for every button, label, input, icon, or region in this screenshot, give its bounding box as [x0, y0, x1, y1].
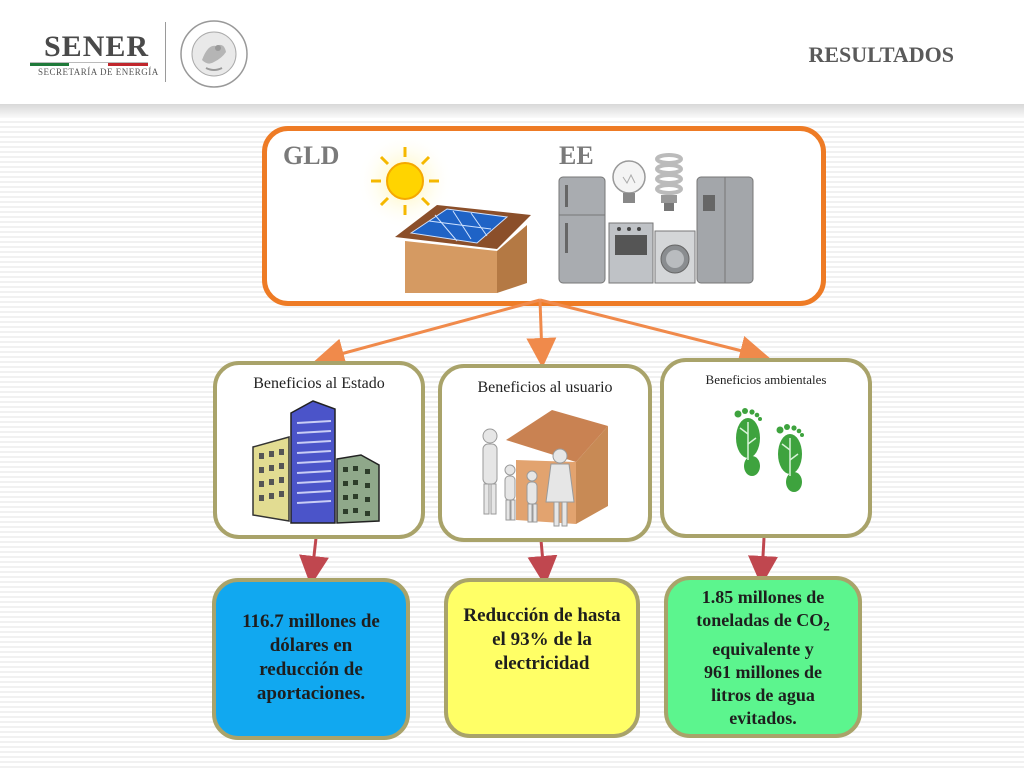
label-gld: GLD	[283, 141, 340, 170]
result-user-box: Reducción de hasta el 93% de la electric…	[444, 578, 640, 738]
logo-divider	[165, 22, 166, 82]
logo-subtitle: SECRETARÍA DE ENERGÍA	[38, 67, 159, 77]
result-user-text: Reducción de hasta el 93% de la electric…	[463, 605, 621, 674]
sener-logo: SENER	[44, 30, 150, 63]
logo-flag-stripe	[30, 62, 148, 66]
benefit-environment-box: Beneficios ambientales	[660, 358, 872, 538]
header-shadow	[0, 104, 1024, 120]
mexico-seal-icon	[180, 20, 248, 88]
buildings-icon	[252, 400, 380, 524]
appliances-icon	[558, 153, 754, 284]
result-state-box: 116.7 millones de dólares en reducción d…	[212, 578, 410, 740]
benefit-state-label: Beneficios al Estado	[253, 375, 385, 392]
benefit-user-label: Beneficios al usuario	[477, 379, 613, 396]
label-ee: EE	[559, 141, 594, 170]
solar-house-icon	[357, 133, 531, 293]
benefit-environment-label: Beneficios ambientales	[705, 372, 827, 387]
result-state-text: 116.7 millones de dólares en reducción d…	[242, 611, 380, 704]
result-environment-text: 1.85 millones de toneladas de CO2 equiva…	[696, 587, 830, 728]
page-title: RESULTADOS	[808, 42, 954, 67]
result-environment-box: 1.85 millones de toneladas de CO2 equiva…	[664, 576, 862, 738]
slide-header: SENER SECRETARÍA DE ENERGÍA RESULTADOS	[0, 0, 1024, 108]
benefit-user-box: Beneficios al usuario	[438, 364, 652, 542]
green-footprints-icon	[734, 408, 804, 492]
family-house-icon	[482, 410, 608, 527]
technologies-box: GLD EE	[262, 126, 826, 306]
benefit-state-box: Beneficios al Estado	[213, 361, 425, 539]
